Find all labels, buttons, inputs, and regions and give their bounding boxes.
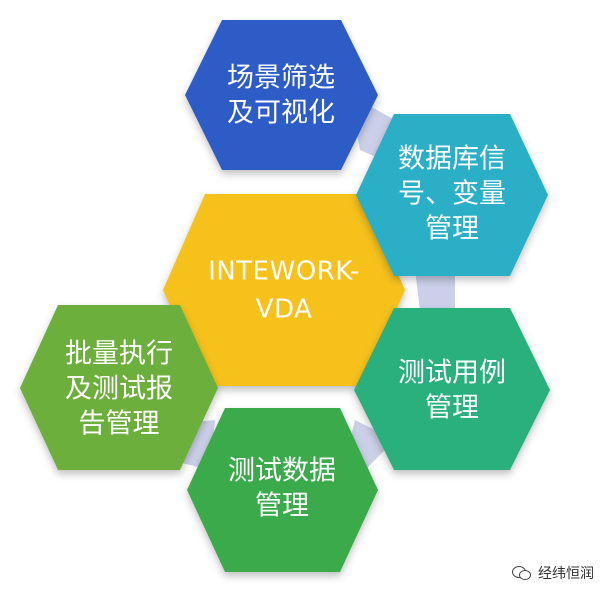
hex-case-shape <box>354 308 550 470</box>
hex-batch-label-2: 及测试报 <box>65 374 173 405</box>
hex-case-label-1: 测试用例 <box>398 358 506 389</box>
hex-case-label-2: 管理 <box>425 393 479 424</box>
watermark: 经纬恒润 <box>512 563 594 583</box>
hex-scene-label-2: 及可视化 <box>227 98 335 129</box>
hex-data-shape <box>187 408 378 572</box>
hex-db-shape <box>356 114 548 276</box>
hex-center: INTEWORK- VDA <box>163 194 405 386</box>
watermark-text: 经纬恒润 <box>538 566 594 582</box>
hex-data-label-1: 测试数据 <box>228 456 336 487</box>
hex-scene-shape <box>185 20 378 170</box>
hex-batch: 批量执行 及测试报 告管理 <box>20 305 218 470</box>
connector-db-case <box>415 270 455 310</box>
wechat-icon <box>512 565 532 581</box>
hex-case: 测试用例 管理 <box>354 308 550 470</box>
hex-scene: 场景筛选 及可视化 <box>185 20 378 170</box>
hex-db-label-3: 管理 <box>425 214 479 245</box>
hex-center-shape <box>163 194 405 386</box>
hex-batch-label-1: 批量执行 <box>65 339 173 370</box>
hex-db: 数据库信 号、变量 管理 <box>356 114 548 276</box>
hex-batch-shape <box>20 305 218 470</box>
hex-db-label-2: 号、变量 <box>398 179 506 210</box>
hex-center-label: INTEWORK- <box>208 257 360 287</box>
hex-scene-label-1: 场景筛选 <box>227 63 335 94</box>
hex-data: 测试数据 管理 <box>187 408 378 572</box>
hex-db-label-1: 数据库信 <box>398 144 506 175</box>
hex-data-label-2: 管理 <box>255 491 309 522</box>
hex-batch-label-3: 告管理 <box>79 409 160 440</box>
hex-center-label-2: VDA <box>256 295 313 325</box>
